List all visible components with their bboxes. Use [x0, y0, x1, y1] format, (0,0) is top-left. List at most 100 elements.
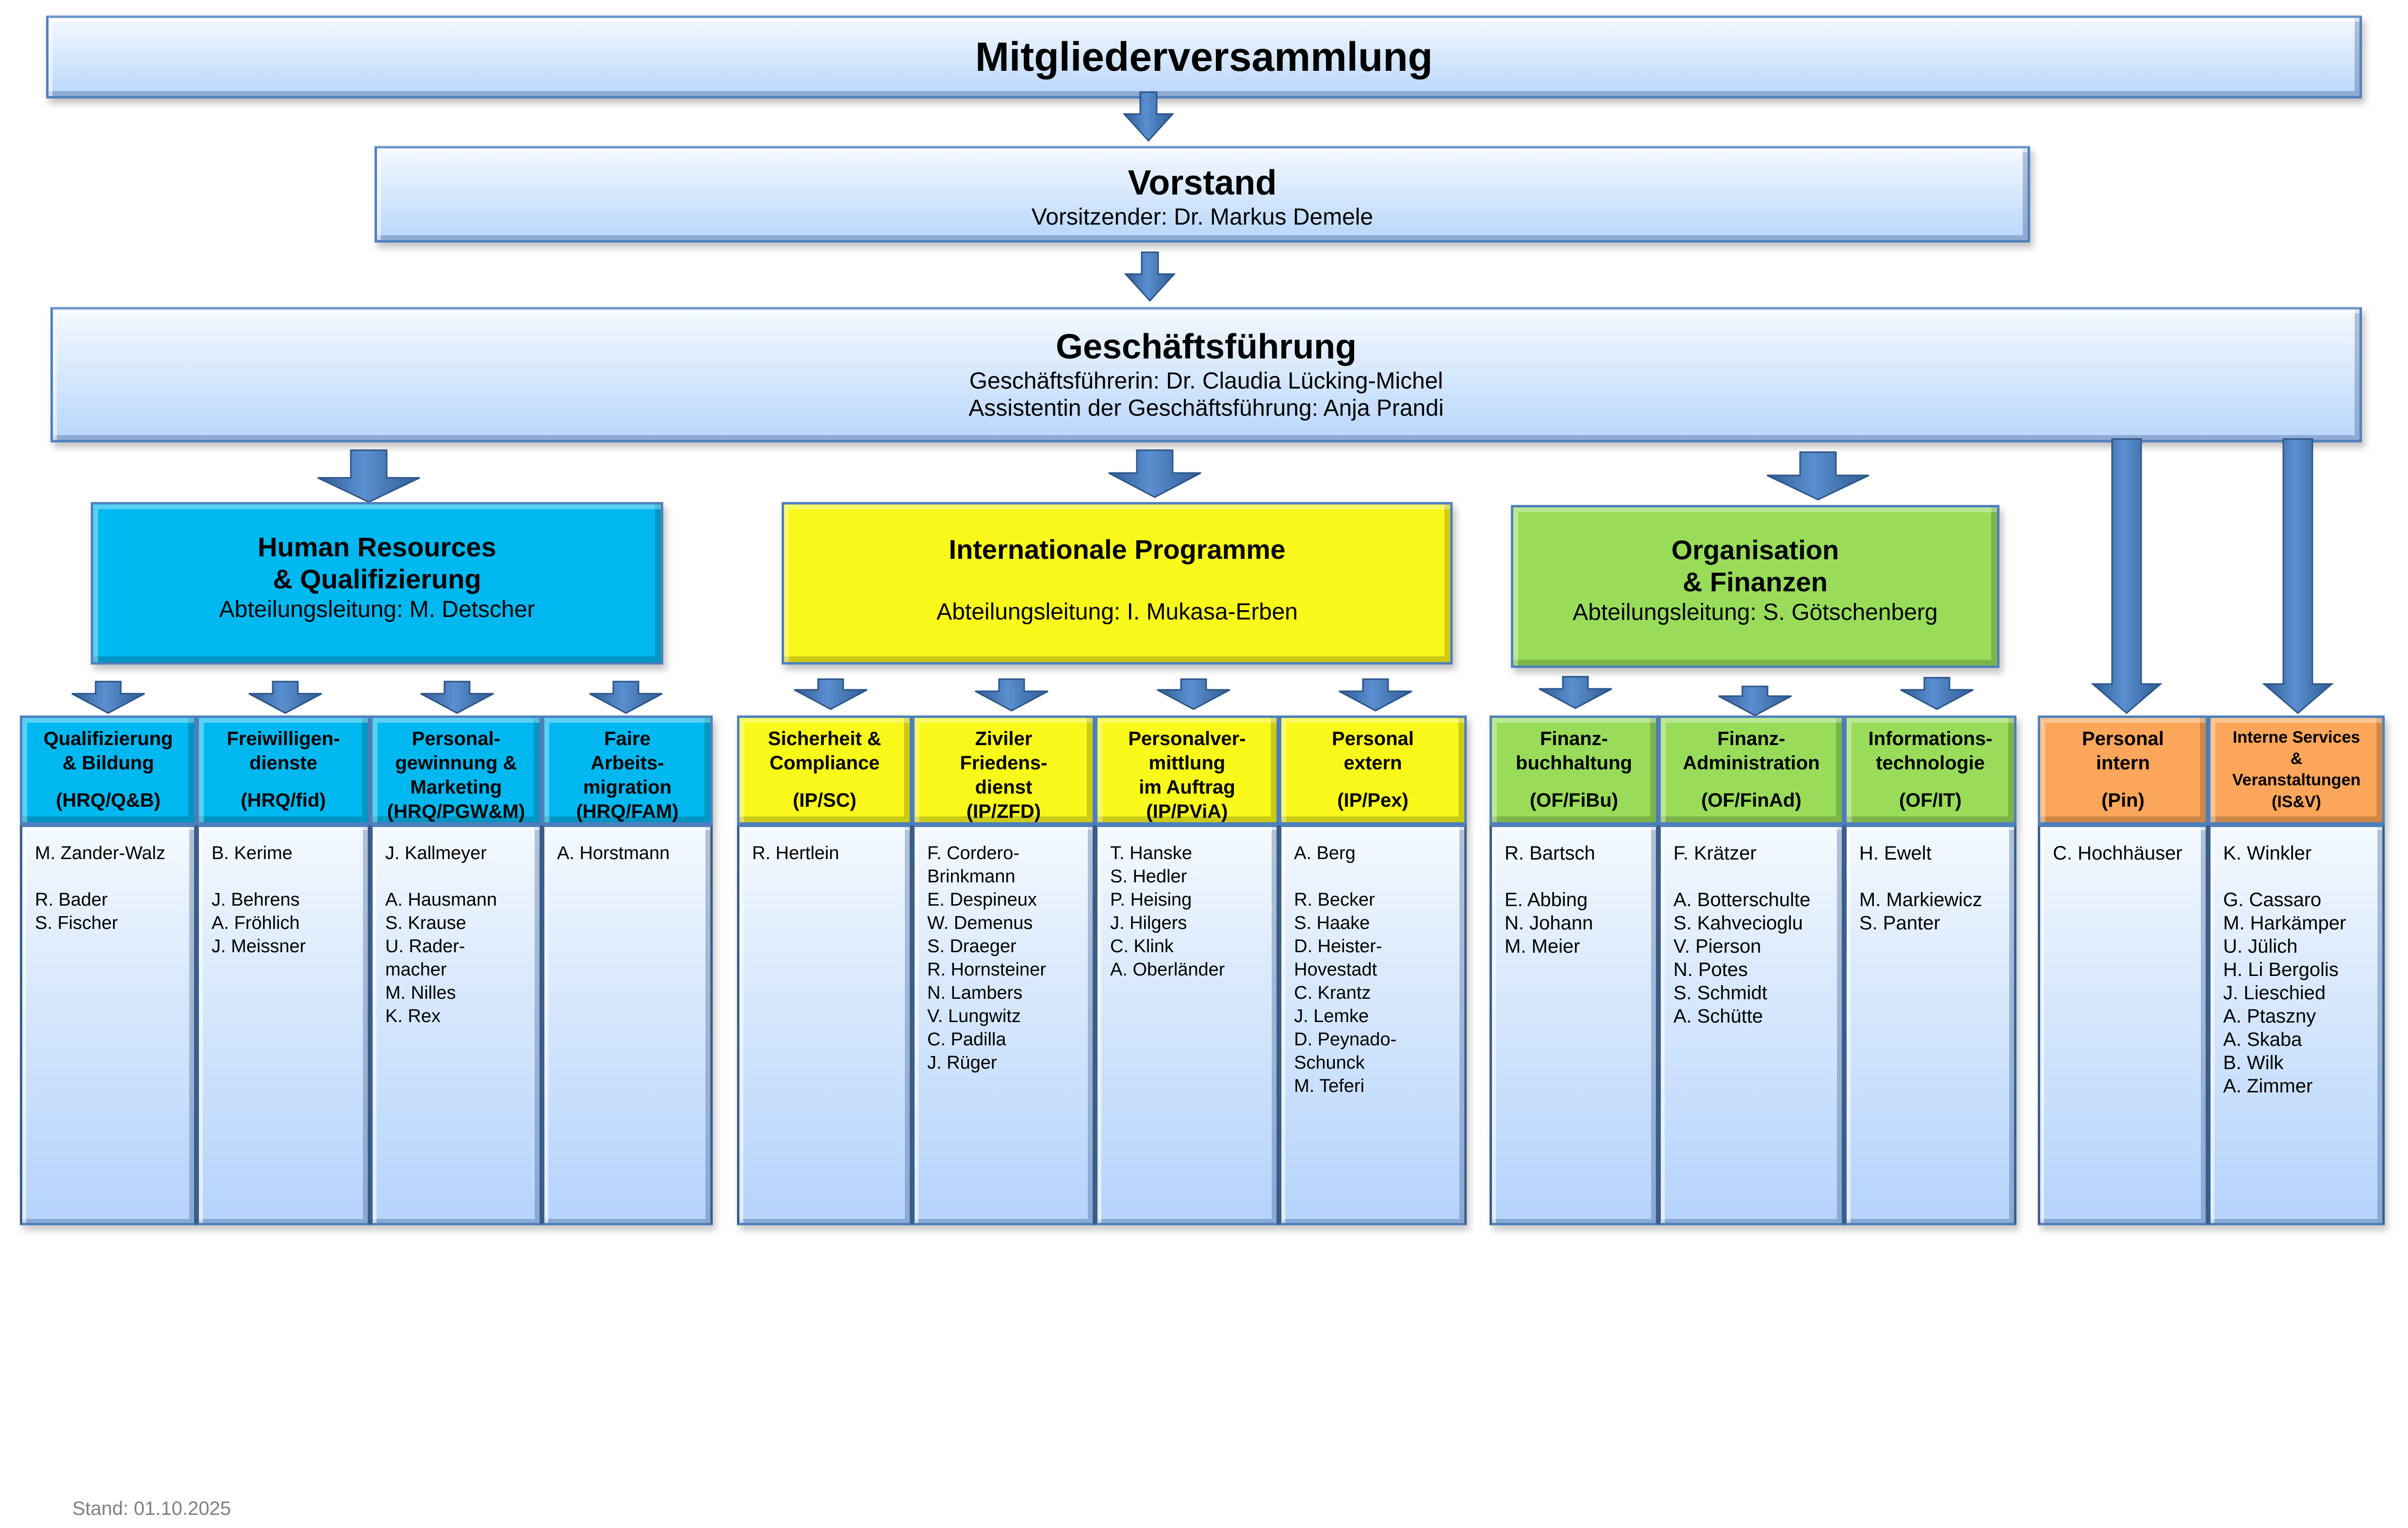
unit-members-hrq-fam: A. Horstmann [542, 825, 713, 1225]
unit-code: (HRQ/fid) [241, 790, 326, 811]
member-name: F. Krätzer [1673, 843, 1757, 864]
member-name: S. Schmidt [1673, 982, 1768, 1004]
unit-name-line: Arbeits- [590, 752, 664, 774]
member-name: J. Lemke [1294, 1006, 1369, 1026]
dept-ip-box: Internationale Programme Abteilungsleitu… [782, 502, 1453, 665]
member-name: Hovestadt [1294, 959, 1377, 980]
member-name: A. Fröhlich [212, 913, 300, 933]
board-box: Vorstand Vorsitzender: Dr. Markus Demele [375, 146, 2030, 243]
arrow-down-icon [71, 681, 145, 714]
member-name: N. Potes [1673, 959, 1748, 980]
member-spacer [1859, 865, 2001, 888]
member-name: M. Teferi [1294, 1076, 1365, 1096]
unit-code: (IP/SC) [792, 790, 857, 811]
member-name: V. Lungwitz [927, 1006, 1021, 1026]
member-name: N. Johann [1505, 912, 1593, 934]
member-name: S. Panter [1859, 912, 1940, 934]
unit-name-line: Sicherheit & [768, 728, 882, 749]
management-box: Geschäftsführung Geschäftsführerin: Dr. … [50, 307, 2362, 442]
board-title: Vorstand [1128, 163, 1277, 202]
unit-code: (IP/Pex) [1337, 790, 1409, 811]
unit-name-line: mittlung [1148, 752, 1226, 774]
member-name: macher [385, 959, 447, 980]
unit-name-line: Finanz- [1540, 728, 1608, 749]
unit-name-line: Finanz- [1717, 728, 1786, 749]
unit-name-line: im Auftrag [1139, 777, 1235, 798]
member-name: E. Despineux [927, 890, 1037, 910]
unit-name-line: extern [1343, 752, 1402, 774]
dept-ip-lead: Abteilungsleitung: I. Mukasa-Erben [936, 599, 1298, 625]
member-name: A. Hausmann [385, 890, 497, 910]
arrow-down-icon [1767, 451, 1869, 501]
member-name: C. Hochhäuser [2053, 843, 2182, 864]
unit-name: Freiwilligen-dienste [204, 727, 363, 775]
arrow-down-icon [975, 678, 1048, 712]
unit-code: (IS&V) [2272, 793, 2321, 811]
member-name: G. Cassaro [2223, 889, 2322, 910]
unit-name-line: dienst [975, 777, 1032, 798]
member-name: A. Botterschulte [1673, 889, 1811, 910]
unit-code: (OF/FiBu) [1529, 790, 1619, 811]
member-name: S. Hedler [1110, 866, 1187, 887]
arrow-down-icon [2090, 438, 2163, 714]
unit-name-line: Friedens- [960, 752, 1048, 774]
unit-name-line: Interne Services [2232, 728, 2360, 747]
arrow-down-icon [1718, 685, 1792, 716]
unit-name-line: Personal [2082, 728, 2164, 749]
arrow-down-icon [1124, 251, 1176, 302]
member-name: S. Kahvecioglu [1673, 912, 1803, 934]
arrow-down-icon [1900, 677, 1974, 710]
unit-code: (Pin) [2101, 790, 2145, 811]
member-name: C. Padilla [927, 1029, 1006, 1050]
arrow-down-icon [2261, 438, 2334, 714]
unit-name-line: dienste [249, 752, 318, 774]
member-name: B. Wilk [2223, 1052, 2284, 1073]
unit-name-line: Informations- [1868, 728, 1993, 749]
member-name: R. Hertlein [752, 843, 839, 863]
unit-name: Interne Services&Veranstaltungen [2215, 727, 2377, 791]
unit-code: (IP/ZFD) [966, 801, 1041, 822]
member-name: D. Peynado- [1294, 1029, 1397, 1050]
member-name: F. Cordero- [927, 843, 1020, 863]
member-spacer [1294, 865, 1452, 888]
unit-header-of-fibu: Finanz-buchhaltung (OF/FiBu) [1490, 715, 1658, 825]
unit-members-pin: C. Hochhäuser [2038, 825, 2208, 1225]
member-name: D. Heister- [1294, 936, 1382, 957]
dept-hrq-lead: Abteilungsleitung: M. Detscher [219, 597, 535, 622]
member-name: H. Li Bergolis [2223, 959, 2339, 980]
member-name: J. Lieschied [2223, 982, 2326, 1004]
member-name: R. Bader [35, 890, 108, 910]
member-name: S. Krause [385, 913, 466, 933]
member-name: U. Jülich [2223, 936, 2298, 957]
dept-of-box: Organisation & Finanzen Abteilungsleitun… [1511, 505, 1999, 668]
member-name: P. Heising [1110, 890, 1192, 910]
arrow-down-icon [1539, 676, 1612, 709]
member-name: V. Pierson [1673, 936, 1761, 957]
member-spacer [212, 865, 355, 888]
member-name: A. Berg [1294, 843, 1356, 863]
unit-name-line: Marketing [410, 777, 502, 798]
unit-name-line: Faire [604, 728, 651, 749]
unit-code: (HRQ/Q&B) [56, 790, 161, 811]
unit-header-is-v: Interne Services&Veranstaltungen(IS&V) [2208, 715, 2385, 825]
unit-header-hrq-pgw-m: Personal-gewinnung &Marketing(HRQ/PGW&M) [370, 715, 542, 825]
unit-name: Finanz-buchhaltung [1497, 727, 1651, 775]
member-name: C. Krantz [1294, 983, 1371, 1003]
unit-name-line: & [2290, 749, 2303, 768]
member-name: J. Meissner [212, 936, 306, 957]
member-name: R. Hornsteiner [927, 959, 1046, 980]
unit-name-line: Compliance [770, 752, 880, 774]
arrow-down-icon [1339, 678, 1412, 712]
assembly-box: Mitgliederversammlung [46, 16, 2362, 98]
unit-header-of-finad: Finanz-Administration(OF/FinAd) [1658, 715, 1844, 825]
unit-name-line: Freiwilligen- [227, 728, 340, 749]
